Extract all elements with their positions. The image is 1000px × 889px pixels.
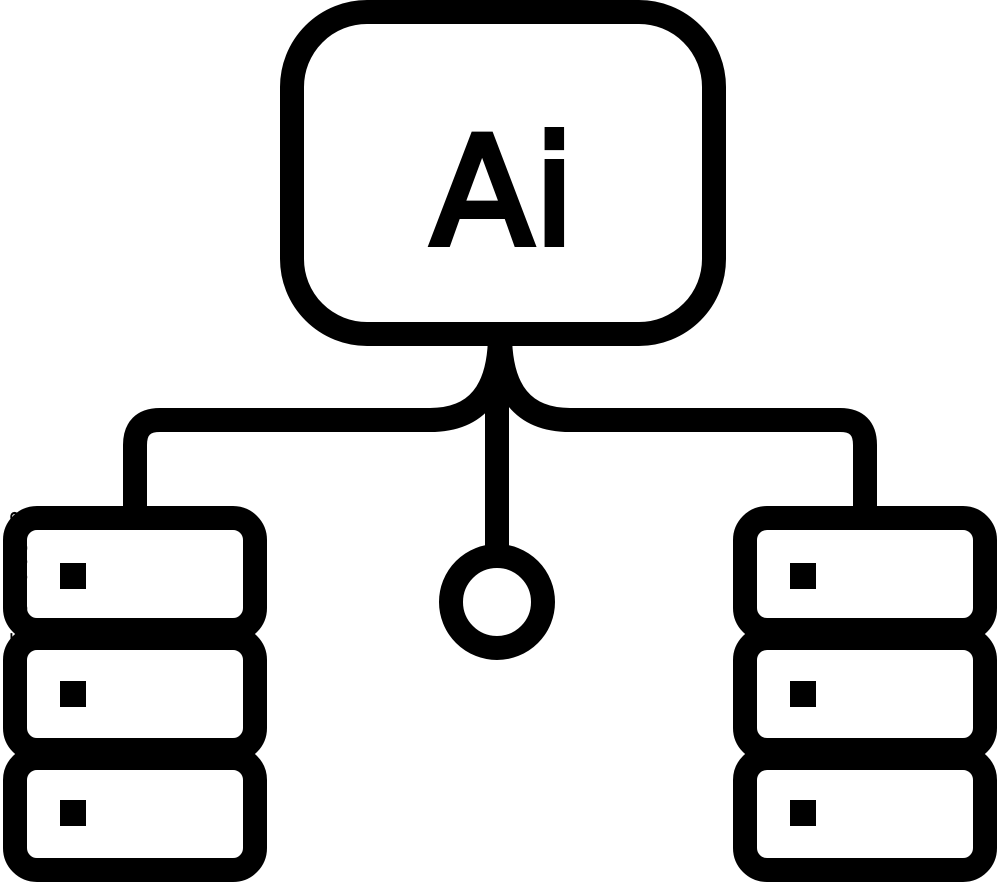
right-server-unit-3 (733, 746, 997, 882)
stock-id-text: 1519406318 (8, 509, 33, 659)
ai-label: Ai (431, 106, 575, 280)
right-server-unit-1-led-icon (790, 563, 816, 589)
center-node-circle (439, 544, 555, 660)
right-server-unit-3-led-icon (790, 800, 816, 826)
left-server-unit-2-led-icon (60, 681, 86, 707)
right-server-unit-2 (733, 626, 997, 762)
left-server-unit-3-led-icon (60, 800, 86, 826)
right-server-unit-1 (733, 506, 997, 642)
left-server-stack (3, 506, 267, 882)
stock-id-watermark: 1519406318 (8, 509, 33, 659)
right-server-unit-2-led-icon (790, 681, 816, 707)
left-server-unit-3 (3, 746, 267, 882)
right-server-stack (733, 506, 997, 882)
left-server-unit-1-led-icon (60, 563, 86, 589)
connector-left-line (123, 322, 512, 522)
connector-right-line (488, 322, 877, 522)
left-server-unit-2 (3, 626, 267, 762)
ai-box: Ai (280, 0, 726, 346)
network-connectors (123, 322, 877, 660)
left-server-unit-1 (3, 506, 267, 642)
